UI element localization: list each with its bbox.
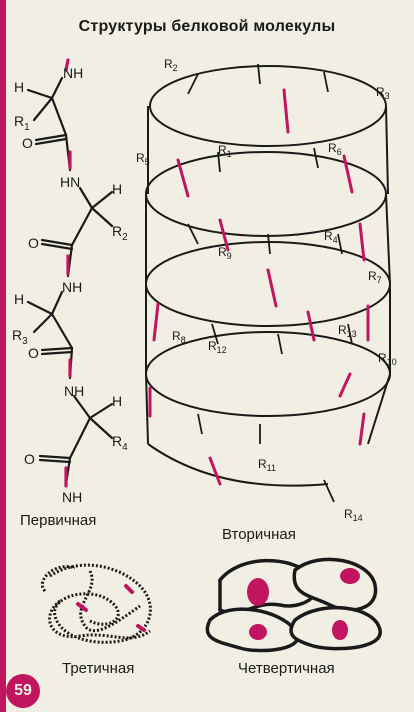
atom-h-1: H bbox=[14, 79, 24, 95]
helix-label-r8: R8 bbox=[172, 329, 186, 345]
caption-secondary: Вторичная bbox=[222, 526, 296, 543]
atom-o-2: O bbox=[28, 235, 39, 251]
residue-label-r1: R1 bbox=[14, 113, 30, 133]
atom-o-3: O bbox=[28, 345, 39, 361]
atom-h-3: H bbox=[14, 291, 24, 307]
helix-label-r7: R7 bbox=[368, 269, 382, 285]
atom-o-4: O bbox=[24, 451, 35, 467]
atom-o-1: O bbox=[22, 135, 33, 151]
caption-tertiary: Третичная bbox=[62, 660, 135, 677]
atom-nh-3: NH bbox=[62, 279, 82, 295]
tertiary-structure-globule bbox=[41, 563, 152, 644]
helix-label-r14: R14 bbox=[344, 507, 363, 523]
atom-nh-5: NH bbox=[62, 489, 82, 505]
helix-label-r4: R4 bbox=[324, 229, 338, 245]
primary-structure-diagram: NH H R1 O HN H R2 O NH H R3 O NH H R4 O … bbox=[12, 58, 128, 505]
page-edge-band bbox=[0, 0, 6, 712]
page-title: Структуры белковой молекулы bbox=[78, 18, 336, 35]
caption-primary: Первичная bbox=[20, 512, 97, 529]
helix-label-r12: R12 bbox=[208, 339, 227, 355]
atom-h-4: H bbox=[112, 393, 122, 409]
residue-label-r2: R2 bbox=[112, 223, 128, 243]
atom-nh-1: NH bbox=[63, 65, 83, 81]
page-number-badge: 59 bbox=[6, 674, 40, 708]
helix-label-r10: R10 bbox=[378, 351, 397, 367]
helix-label-r2: R2 bbox=[164, 57, 178, 73]
helix-label-r11: R11 bbox=[258, 457, 276, 473]
helix-label-r5: R5 bbox=[136, 151, 150, 167]
helix-label-r1: R1 bbox=[218, 143, 232, 159]
atom-nh-4: NH bbox=[64, 383, 84, 399]
caption-quaternary: Четвертичная bbox=[238, 660, 335, 677]
helix-label-r3: R3 bbox=[376, 85, 390, 101]
quaternary-structure-complex bbox=[205, 557, 382, 653]
secondary-structure-helix: R2 R3 R1 R6 R5 R4 R7 R9 R8 R12 R13 R10 R… bbox=[136, 57, 397, 523]
residue-label-r3: R3 bbox=[12, 327, 28, 347]
atom-h-2: H bbox=[112, 181, 122, 197]
atom-hn-2: HN bbox=[60, 174, 80, 190]
helix-label-r6: R6 bbox=[328, 141, 342, 157]
helix-label-r13: R13 bbox=[338, 323, 357, 339]
helix-label-r9: R9 bbox=[218, 245, 232, 261]
residue-label-r4: R4 bbox=[112, 433, 128, 453]
